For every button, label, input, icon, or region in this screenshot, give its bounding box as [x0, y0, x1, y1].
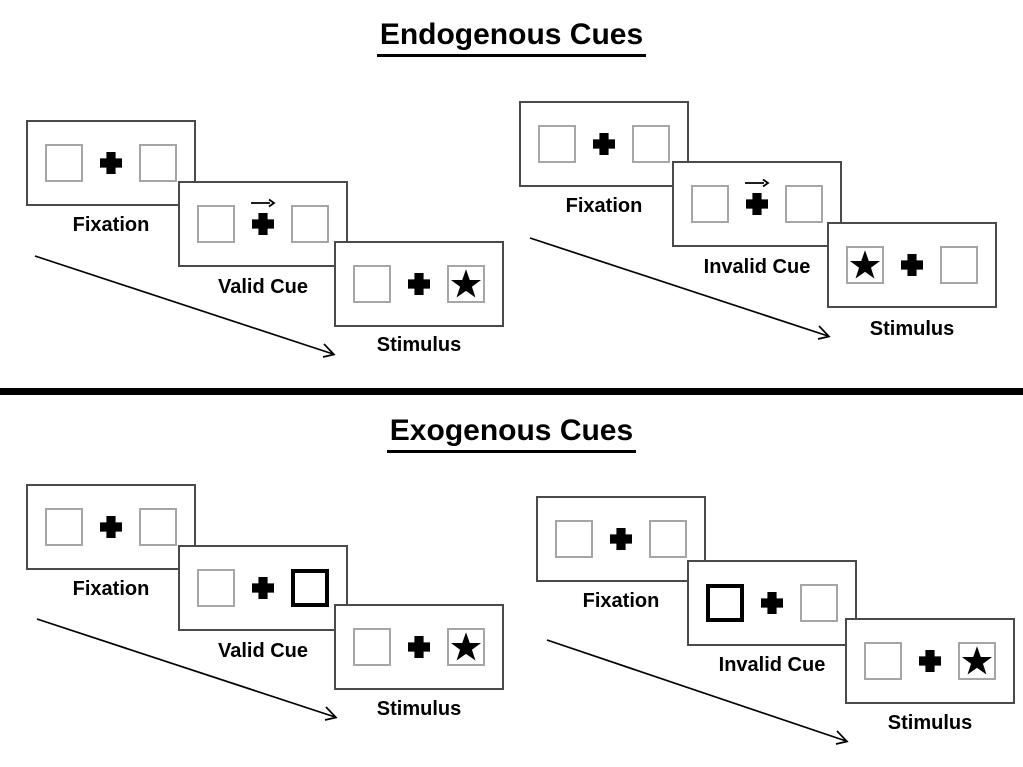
left-location-square	[706, 584, 744, 622]
fixation-panel	[26, 484, 196, 570]
invalid-cue-panel	[672, 161, 842, 247]
star-icon	[961, 646, 993, 675]
panel-label: Invalid Cue	[703, 256, 811, 278]
fixation-panel	[26, 120, 196, 206]
fixation-cross-icon	[100, 516, 122, 538]
right-location-square	[632, 125, 670, 163]
plus-icon	[593, 133, 615, 155]
plus-icon	[252, 577, 274, 599]
fixation-cross-icon	[251, 198, 276, 235]
left-location-square	[45, 144, 83, 182]
left-location-square	[45, 508, 83, 546]
section-title-text: Endogenous Cues	[376, 18, 647, 57]
fixation-cross-icon	[100, 152, 122, 174]
star-icon	[450, 269, 482, 298]
valid-cue-panel	[178, 545, 348, 631]
stimulus-panel	[845, 618, 1015, 704]
timeline-arrow	[546, 639, 849, 745]
panel-label: Fixation	[582, 590, 660, 612]
fixation-panel	[519, 101, 689, 187]
endogenous-section-title: Endogenous Cues	[0, 18, 1023, 57]
valid-cue-panel	[178, 181, 348, 267]
right-location-square	[447, 265, 485, 303]
fixation-cross-icon	[761, 592, 783, 614]
right-location-square	[800, 584, 838, 622]
left-location-square	[864, 642, 902, 680]
panel-label: Fixation	[72, 578, 150, 600]
timeline-arrow	[34, 255, 336, 358]
panel-label: Stimulus	[376, 698, 462, 720]
plus-icon	[252, 213, 274, 235]
right-location-square	[291, 205, 329, 243]
star-icon	[849, 250, 881, 279]
right-location-square	[958, 642, 996, 680]
invalid-cue-panel	[687, 560, 857, 646]
right-location-square	[940, 246, 978, 284]
panel-label: Stimulus	[376, 334, 462, 356]
cue-arrow-icon	[251, 198, 276, 208]
left-location-square	[353, 628, 391, 666]
panel-label: Fixation	[72, 214, 150, 236]
fixation-cross-icon	[919, 650, 941, 672]
left-location-square	[197, 569, 235, 607]
fixation-cross-icon	[408, 636, 430, 658]
plus-icon	[610, 528, 632, 550]
exogenous-section-title: Exogenous Cues	[0, 414, 1023, 453]
timeline-arrow	[36, 618, 338, 721]
panel-label: Stimulus	[869, 318, 955, 340]
right-location-square	[291, 569, 329, 607]
left-location-square	[353, 265, 391, 303]
right-location-square	[649, 520, 687, 558]
fixation-cross-icon	[408, 273, 430, 295]
left-location-square	[555, 520, 593, 558]
plus-icon	[761, 592, 783, 614]
plus-icon	[100, 516, 122, 538]
fixation-cross-icon	[593, 133, 615, 155]
fixation-cross-icon	[610, 528, 632, 550]
section-divider	[0, 388, 1023, 395]
right-location-square	[447, 628, 485, 666]
cue-arrow-icon	[745, 178, 770, 188]
stimulus-panel	[334, 241, 504, 327]
fixation-cross-icon	[901, 254, 923, 276]
plus-icon	[408, 273, 430, 295]
plus-icon	[746, 193, 768, 215]
panel-label: Stimulus	[887, 712, 973, 734]
star-icon	[450, 632, 482, 661]
fixation-cross-icon	[252, 577, 274, 599]
panel-label: Invalid Cue	[718, 654, 826, 676]
left-location-square	[846, 246, 884, 284]
fixation-cross-icon	[745, 178, 770, 215]
fixation-panel	[536, 496, 706, 582]
left-location-square	[691, 185, 729, 223]
right-location-square	[785, 185, 823, 223]
left-location-square	[538, 125, 576, 163]
plus-icon	[901, 254, 923, 276]
plus-icon	[100, 152, 122, 174]
right-location-square	[139, 144, 177, 182]
stimulus-panel	[827, 222, 997, 308]
section-title-text: Exogenous Cues	[386, 414, 637, 453]
panel-label: Fixation	[565, 195, 643, 217]
right-location-square	[139, 508, 177, 546]
panel-label: Valid Cue	[217, 640, 309, 662]
stimulus-panel	[334, 604, 504, 690]
plus-icon	[408, 636, 430, 658]
panel-label: Valid Cue	[217, 276, 309, 298]
timeline-arrow	[529, 237, 831, 340]
left-location-square	[197, 205, 235, 243]
plus-icon	[919, 650, 941, 672]
